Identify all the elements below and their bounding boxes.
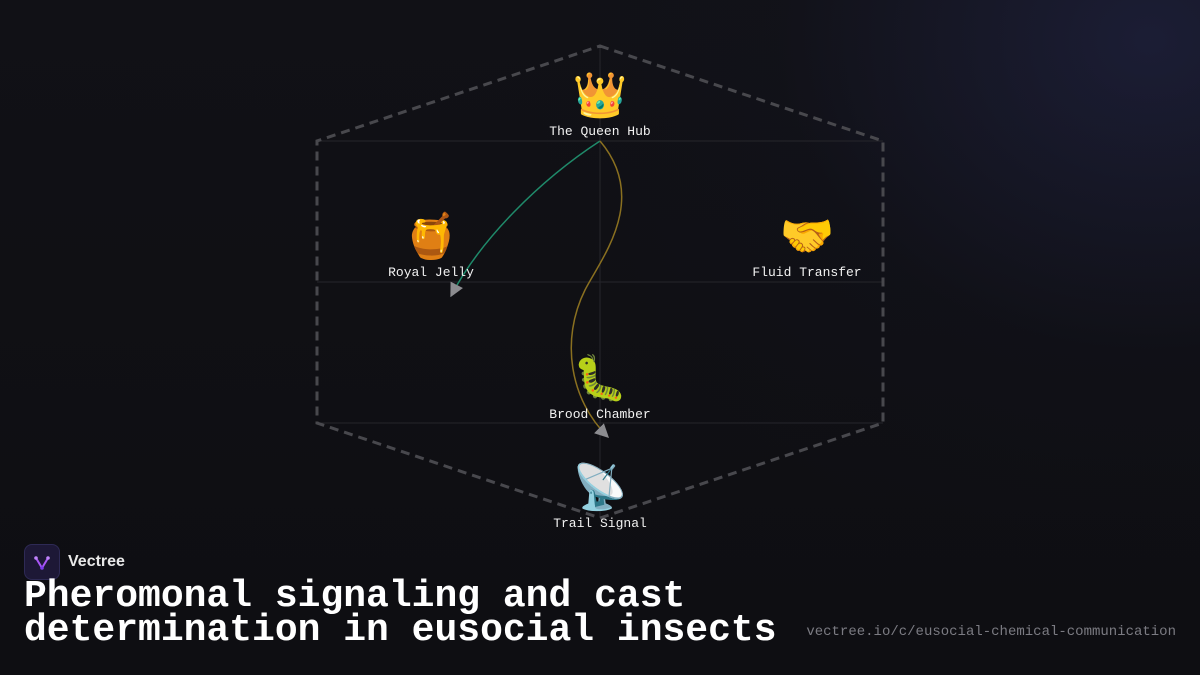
node-label: Royal Jelly: [388, 265, 474, 280]
crown-icon: 👑: [572, 70, 628, 121]
vectree-logo-icon: [24, 544, 60, 580]
edge-queen-to-brood-chamber: [570, 140, 623, 438]
node-fluid-transfer[interactable]: 🤝 Fluid Transfer: [752, 211, 861, 280]
node-label: Fluid Transfer: [752, 265, 862, 280]
honey-pot-icon: 🍯: [403, 211, 459, 262]
brand[interactable]: Vectree: [24, 544, 125, 580]
brand-name: Vectree: [68, 553, 125, 570]
node-label: Trail Signal: [553, 516, 647, 531]
node-label: The Queen Hub: [549, 124, 651, 139]
edge-queen-to-royal-jelly: [450, 140, 601, 298]
grid-lines: [317, 46, 883, 518]
node-label: Brood Chamber: [549, 407, 651, 422]
handshake-icon: 🤝: [779, 211, 835, 262]
page-title: Pheromonal signaling and cast determinat…: [24, 575, 777, 652]
hexagon-outline: [315, 44, 885, 520]
source-url[interactable]: vectree.io/c/eusocial-chemical-communica…: [806, 624, 1176, 640]
node-brood-chamber[interactable]: 🐛 Brood Chamber: [549, 353, 650, 422]
satellite-antenna-icon: 📡: [572, 462, 628, 513]
caterpillar-icon: 🐛: [572, 353, 628, 404]
node-trail-signal[interactable]: 📡 Trail Signal: [553, 462, 647, 531]
node-queen-hub[interactable]: 👑 The Queen Hub: [549, 70, 650, 139]
node-royal-jelly[interactable]: 🍯 Royal Jelly: [388, 211, 474, 280]
